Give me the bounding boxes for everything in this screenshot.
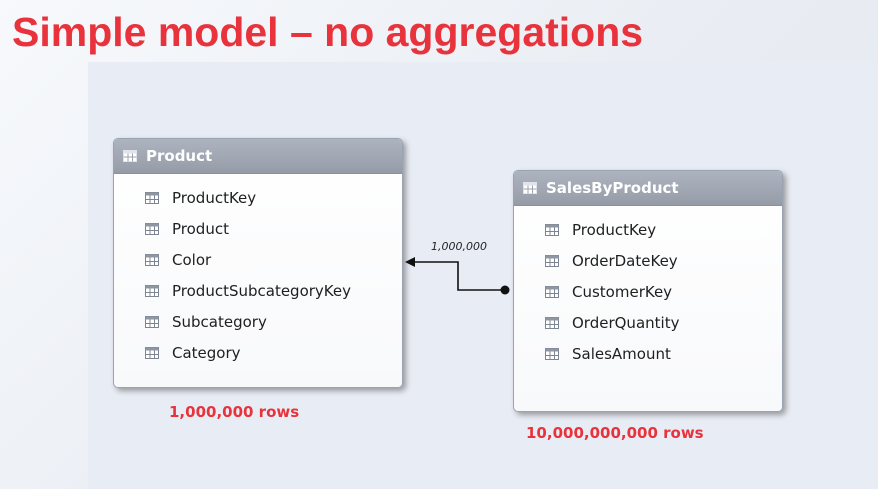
column-icon (545, 285, 559, 298)
sales-field-label: ProductKey (572, 220, 657, 239)
sales-field-label: OrderDateKey (572, 251, 678, 270)
product-field-label: Color (172, 250, 212, 269)
product-field[interactable]: Color (114, 244, 402, 275)
slide-title: Simple model – no aggregations (12, 9, 644, 55)
column-icon (145, 253, 159, 266)
sales-row-count: 10,000,000,000 rows (526, 424, 704, 442)
product-field-label: Category (172, 343, 241, 362)
sales-field[interactable]: OrderQuantity (514, 307, 782, 338)
product-field[interactable]: ProductSubcategoryKey (114, 275, 402, 306)
sales-field[interactable]: SalesAmount (514, 338, 782, 369)
product-field-label: Product (172, 219, 229, 238)
sales-field-label: CustomerKey (572, 282, 673, 301)
column-icon (145, 222, 159, 235)
sales-field[interactable]: ProductKey (514, 214, 782, 245)
product-table-header[interactable]: Product (114, 139, 402, 174)
product-field[interactable]: Subcategory (114, 306, 402, 337)
sales-field[interactable]: OrderDateKey (514, 245, 782, 276)
sales-field-label: SalesAmount (572, 344, 671, 363)
column-icon (145, 284, 159, 297)
sales-field-label: OrderQuantity (572, 313, 680, 332)
product-field[interactable]: Category (114, 337, 402, 368)
column-icon (545, 347, 559, 360)
product-field-label: ProductSubcategoryKey (172, 281, 351, 300)
sales-table-card[interactable]: SalesByProduct ProductKey OrderDateKey C… (513, 170, 783, 412)
sales-table-header[interactable]: SalesByProduct (514, 171, 782, 206)
product-field[interactable]: ProductKey (114, 182, 402, 213)
column-icon (545, 223, 559, 236)
column-icon (145, 191, 159, 204)
table-icon (523, 182, 537, 194)
product-field-label: ProductKey (172, 188, 257, 207)
product-field[interactable]: Product (114, 213, 402, 244)
sales-field[interactable]: CustomerKey (514, 276, 782, 307)
product-row-count: 1,000,000 rows (169, 403, 300, 421)
product-field-label: Subcategory (172, 312, 267, 331)
sales-field-list: ProductKey OrderDateKey CustomerKey Orde… (514, 206, 782, 369)
relationship-label: 1,000,000 (431, 240, 487, 253)
sales-table-title: SalesByProduct (546, 179, 679, 197)
product-field-list: ProductKey Product Color ProductSubcateg… (114, 174, 402, 368)
column-icon (145, 315, 159, 328)
column-icon (145, 346, 159, 359)
product-table-title: Product (146, 147, 213, 165)
table-icon (123, 150, 137, 162)
column-icon (545, 316, 559, 329)
column-icon (545, 254, 559, 267)
product-table-card[interactable]: Product ProductKey Product Color Product… (113, 138, 403, 388)
